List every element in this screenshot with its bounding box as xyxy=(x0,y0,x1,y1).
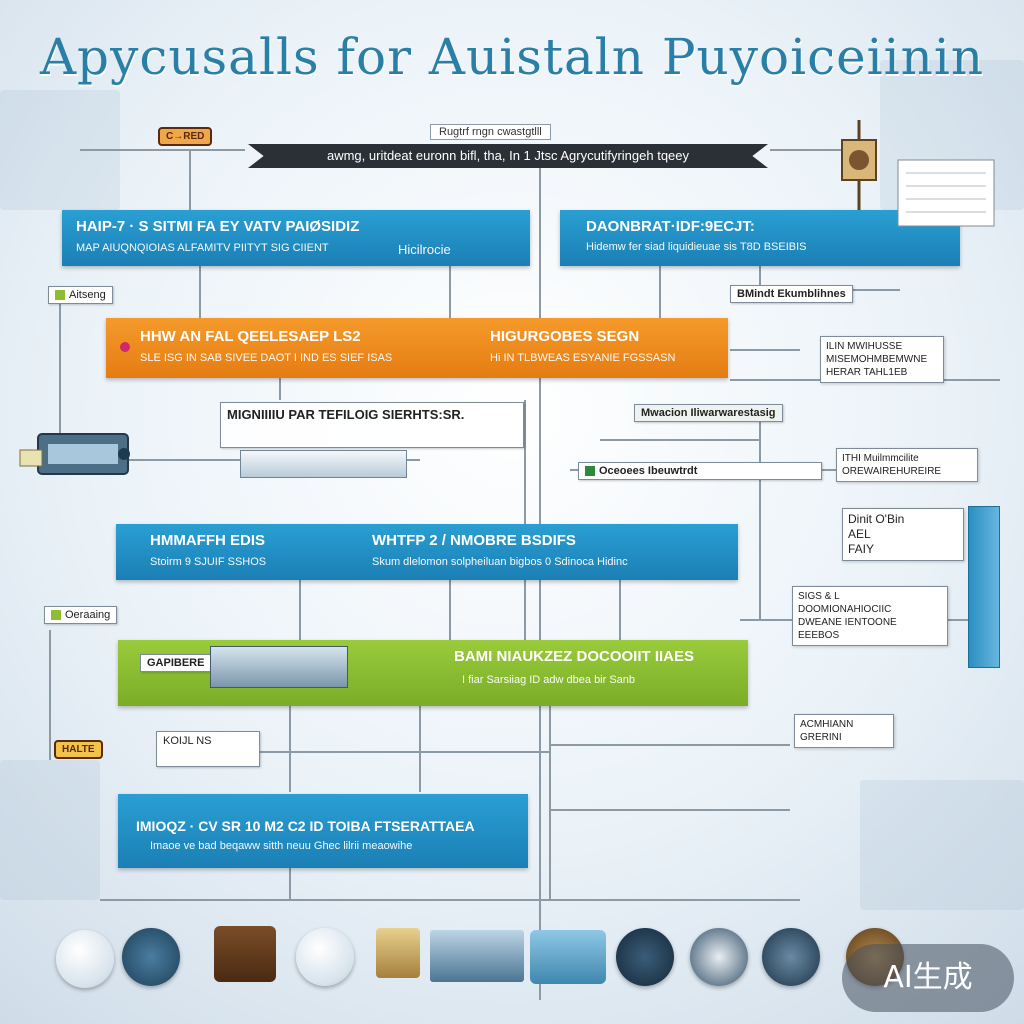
info-card-line: MISEMOHMBEMWNE xyxy=(826,354,928,365)
info-card-line: GRERINI xyxy=(800,732,842,743)
step-bar-5-side-label: GAPIBERE xyxy=(140,654,212,672)
tag-bmindt: BMindt Ekumblihnes xyxy=(730,285,853,303)
top-label: Rugtrf rngn cwastgtlll xyxy=(430,124,551,140)
step-bar-5: GAPIBERE BAMI NIAUKZEZ DOCOOIIT IIAES I … xyxy=(118,640,748,706)
page-title: Apycusalls for Auistaln Puyoiceiinin xyxy=(39,28,985,86)
green-marker xyxy=(51,610,61,621)
info-card-line: ITHI Muilmmcilite xyxy=(842,453,919,464)
tag-mwacion: Mwacion Iliwarwarestasig xyxy=(634,404,783,422)
info-card-line: FAIY xyxy=(848,542,875,556)
info-card-2: ITHI Muilmmcilite OREWAIREHUREIRE xyxy=(836,448,978,482)
info-card-1: ILIN MWIHUSSE MISEMOHMBEMWNE HERAR TAHL1… xyxy=(820,336,944,383)
tag-oceoees-label: Oceoees Ibeuwtrdt xyxy=(599,465,698,477)
info-card-line: Dinit O'Bin xyxy=(848,512,905,526)
info-card-line: DOOMIONAHIOCIIC xyxy=(798,604,892,615)
tools-icon xyxy=(56,930,114,988)
city-icon xyxy=(430,930,524,982)
ai-generated-badge: AI生成 xyxy=(842,944,1014,1012)
step-bar-4-side-heading: WHTFP 2 / NMOBRE BSDIFS xyxy=(372,532,576,549)
subtitle-ribbon: awmg, uritdeat euronn bifl, tha, In 1 Jt… xyxy=(248,144,768,168)
step-bar-4: HMMAFFH EDIS Stoirm 9 SJUIF SSHOS WHTFP … xyxy=(116,524,738,580)
monitor-icon xyxy=(122,928,180,986)
info-card-3: Dinit O'Bin AEL FAIY xyxy=(842,508,964,561)
info-card-line: SIGS & L xyxy=(798,591,840,602)
step-bar-3-side-subtitle: Hi IN TLBWEAS ESYANIE FGSSASN xyxy=(490,352,676,364)
top-left-pill: C→RED xyxy=(158,127,213,146)
step-bar-2-heading: DAONBRAT·IDF:9ECJT: xyxy=(586,218,755,235)
step-bar-3-heading: HHW AN FAL QEELESAEP LS2 xyxy=(140,328,361,345)
step-bar-4-heading: HMMAFFH EDIS xyxy=(150,532,265,549)
books-icon xyxy=(376,928,420,978)
step-bar-4-subtitle: Stoirm 9 SJUIF SSHOS xyxy=(150,556,267,568)
step-bar-6: IMIOQZ · CV SR 10 M2 C2 ID TOIBA FTSERAT… xyxy=(118,794,528,868)
info-card-line: DWEANE IENTOONE xyxy=(798,617,897,628)
tag-aitseng-label: Aitseng xyxy=(69,289,106,301)
coffee-icon xyxy=(690,928,748,986)
step-bar-5-subtitle: I fiar Sarsiiag ID adw dbea bir Sanb xyxy=(462,674,636,686)
step-bar-3-side-heading: HIGURGOBES SEGN xyxy=(490,328,640,345)
step-bar-1-subtitle: MAP AIUQNQIOIAS ALFAMITV PIITYT SIG CIIE… xyxy=(76,242,329,254)
bottom-left-pill: HALTE xyxy=(54,740,103,759)
step-bar-5-heading: BAMI NIAUKZEZ DOCOOIIT IIAES xyxy=(454,648,694,665)
tag-oeraaing-label: Oeraaing xyxy=(65,609,111,621)
tag-small-card: KOIJL NS xyxy=(156,731,260,767)
info-card-5: ACMHIANN GRERINI xyxy=(794,714,894,748)
step-bar-6-heading: IMIOQZ · CV SR 10 M2 C2 ID TOIBA FTSERAT… xyxy=(136,818,475,834)
tag-oeraaing: Oeraaing xyxy=(44,606,118,624)
info-card-line: EEEBOS xyxy=(798,630,840,641)
green-marker xyxy=(55,290,65,301)
info-card-4: SIGS & L DOOMIONAHIOCIIC DWEANE IENTOONE… xyxy=(792,586,948,646)
background-panel xyxy=(860,780,1024,910)
step-bar-2-subtitle: Hidemw fer siad liquidieuae sis T8D BSEI… xyxy=(586,241,807,253)
side-panel xyxy=(968,506,1000,668)
mug-icon xyxy=(530,930,606,984)
machine-panel xyxy=(210,646,348,688)
middle-label: MIGNIIIIU PAR TEFILOIG SIERHTS:SR. xyxy=(220,402,524,448)
tag-aitseng: Aitseng xyxy=(48,286,113,304)
step-bar-4-side-subtitle: Skum dlelomon solpheiluan bigbos 0 Sdino… xyxy=(372,556,628,568)
background-panel xyxy=(0,760,100,900)
info-card-line: ILIN MWIHUSSE xyxy=(826,341,903,352)
tag-oceoees: Oceoees Ibeuwtrdt xyxy=(578,462,822,480)
lantern-icon xyxy=(841,120,877,210)
info-card-line: ACMHIANN xyxy=(800,719,854,730)
green-marker xyxy=(585,466,595,477)
step-bar-6-subtitle: Imaoe ve bad beqaww sitth neuu Ghec lilr… xyxy=(150,840,413,852)
goggles-icon xyxy=(762,928,820,986)
step-bar-1-side-label: Hicilrocie xyxy=(398,242,451,257)
document-icon xyxy=(897,159,995,227)
step-bar-3: HHW AN FAL QEELESAEP LS2 SLE ISG IN SAB … xyxy=(106,318,728,378)
machine-icon xyxy=(19,433,130,475)
equipment-panel xyxy=(240,450,407,478)
step-bar-1: HAIP-7 · S SITMI FA EY VATV PAIØSIDIZ MA… xyxy=(62,210,530,266)
chest-icon xyxy=(214,926,276,982)
lighthouse-icon xyxy=(296,928,354,986)
info-card-line: HERAR TAHL1EB xyxy=(826,367,908,378)
bullet-dot xyxy=(120,342,130,352)
info-card-line: OREWAIREHUREIRE xyxy=(842,466,942,477)
step-bar-3-subtitle: SLE ISG IN SAB SIVEE DAOT I IND ES SIEF … xyxy=(140,352,393,364)
info-card-line: AEL xyxy=(848,527,871,541)
camera-icon xyxy=(616,928,674,986)
step-bar-2: DAONBRAT·IDF:9ECJT: Hidemw fer siad liqu… xyxy=(560,210,960,266)
step-bar-1-heading: HAIP-7 · S SITMI FA EY VATV PAIØSIDIZ xyxy=(76,218,360,235)
